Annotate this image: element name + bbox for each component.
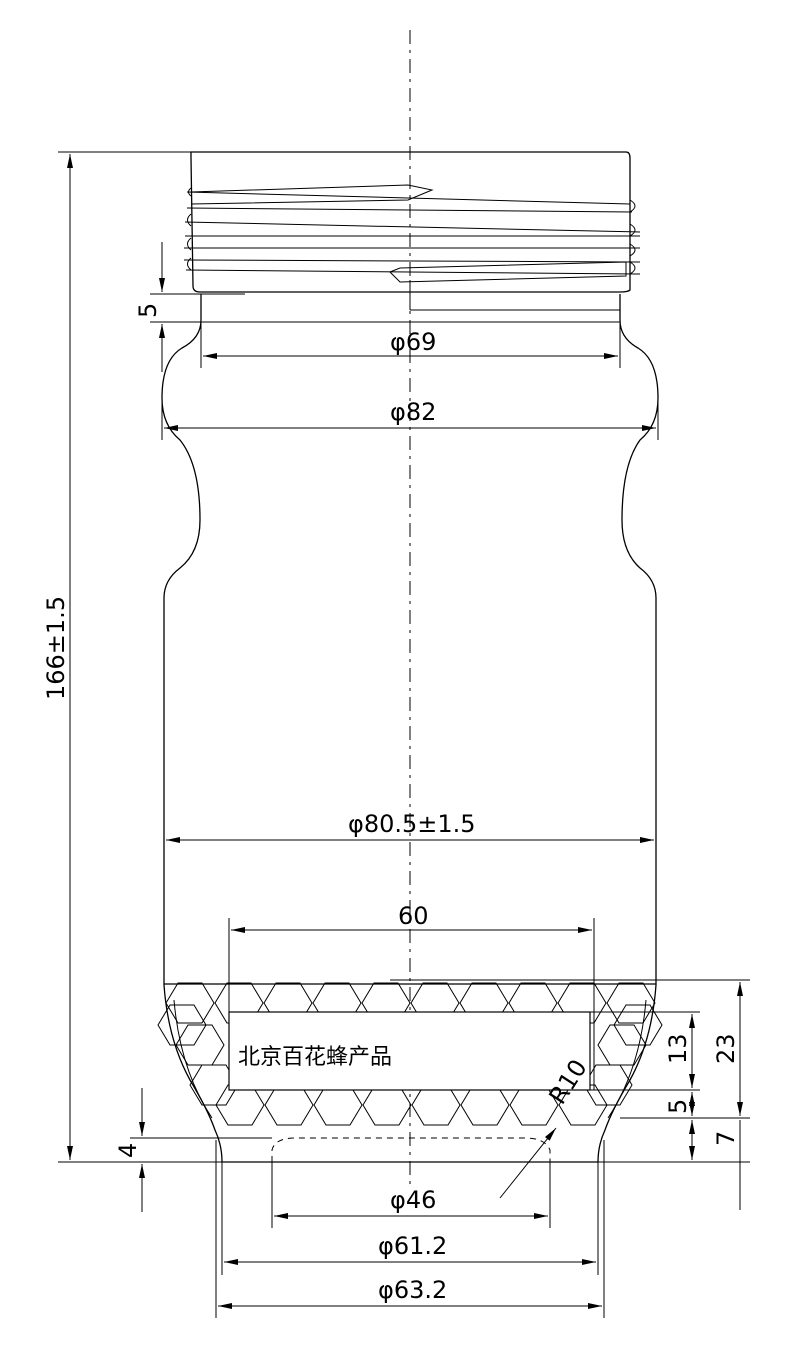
base-inner-diameter-label: φ46 xyxy=(390,1186,436,1214)
honeycomb-cell xyxy=(411,1084,461,1126)
base-mid-diameter-label: φ61.2 xyxy=(378,1232,447,1260)
honeycomb-cell xyxy=(214,982,264,1024)
total-height-label: 166±1.5 xyxy=(42,596,70,700)
honeycomb-cell xyxy=(606,982,656,1024)
honeycomb-cell xyxy=(313,1084,363,1126)
honeycomb-cell xyxy=(264,1084,314,1126)
dim-right-stack: 13 23 5 7 xyxy=(390,979,750,1210)
body-diameter-label: φ80.5±1.5 xyxy=(348,810,476,838)
band-height-label: 23 xyxy=(712,1033,740,1064)
neck-diameter-label: φ69 xyxy=(390,328,436,356)
label-height-label: 13 xyxy=(664,1033,692,1064)
honeycomb-cell xyxy=(583,1064,633,1106)
honeycomb-cell xyxy=(215,1084,265,1126)
dim-body-diameter: φ80.5±1.5 xyxy=(166,810,654,843)
honeycomb-cell xyxy=(613,1004,663,1046)
thread-finish xyxy=(183,151,641,311)
label-width-label: 60 xyxy=(398,902,429,930)
dim-label-width: 60 xyxy=(228,902,595,1090)
honeycomb-cell xyxy=(157,1004,207,1046)
honeycomb-cell xyxy=(165,982,215,1024)
dim-neck-diameter: φ69 xyxy=(200,322,621,368)
honeycomb-cell xyxy=(460,1084,510,1126)
dim-foot-height: 4 xyxy=(114,1088,272,1212)
honeycomb-cell xyxy=(175,1024,225,1066)
base-outer-diameter-label: φ63.2 xyxy=(378,1276,447,1304)
thread-height-label: 5 xyxy=(134,303,162,318)
shoulder-diameter-label: φ82 xyxy=(390,398,436,426)
honeycomb-cell xyxy=(362,1084,412,1126)
dim-base-diameters: φ46 φ61.2 φ63.2 xyxy=(215,1140,605,1318)
base-height-label: 7 xyxy=(712,1131,740,1146)
label-panel xyxy=(228,1011,591,1091)
foot-height-label: 4 xyxy=(114,1143,142,1158)
label-text: 北京百花蜂产品 xyxy=(238,1045,392,1070)
dim-thread-height: 5 xyxy=(134,242,620,372)
label-gap-label: 5 xyxy=(664,1099,692,1114)
bottle-outline xyxy=(161,294,659,1163)
dim-shoulder-diameter: φ82 xyxy=(161,398,659,440)
dim-total-height: 166±1.5 xyxy=(42,151,222,1163)
